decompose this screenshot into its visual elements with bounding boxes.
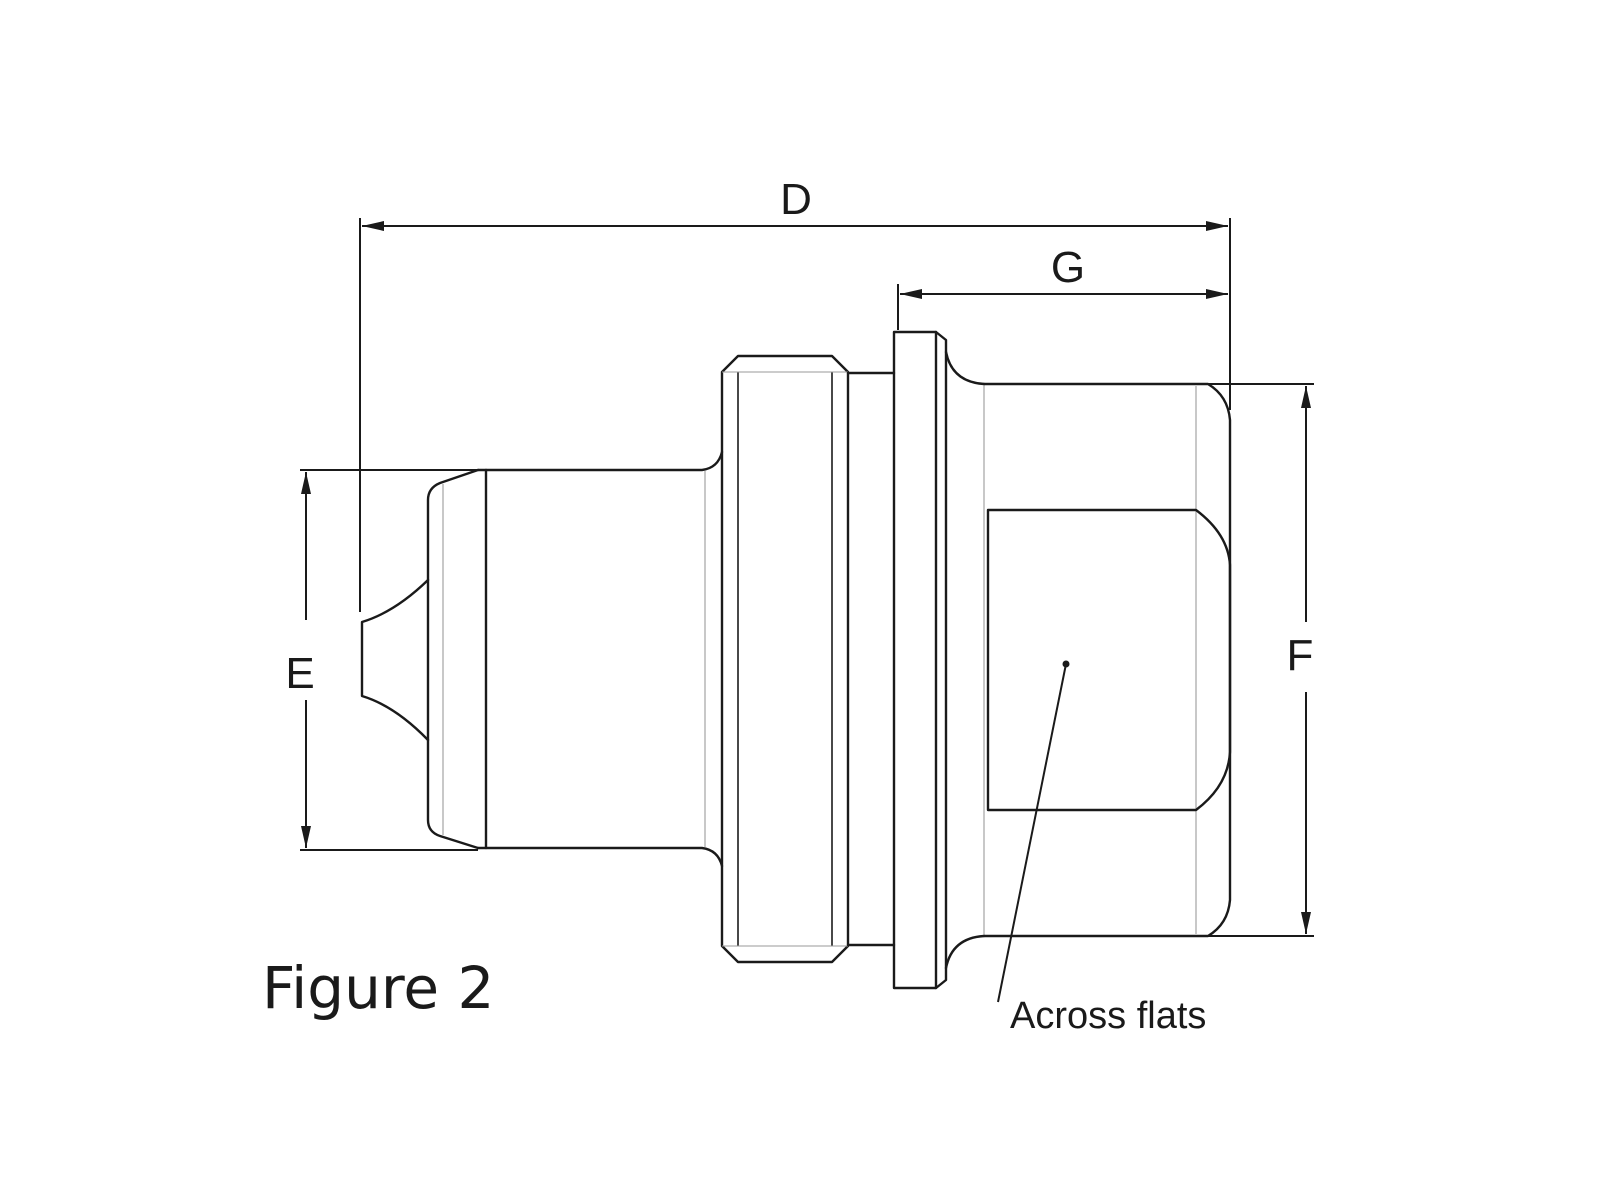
- flange: [892, 330, 938, 990]
- figure-caption: Figure 2: [262, 954, 494, 1022]
- dimension-d-label: D: [780, 175, 812, 224]
- hex-head: [982, 382, 1232, 938]
- nose-body: [426, 468, 480, 850]
- dimension-g-label: G: [1051, 243, 1085, 292]
- across-flats-callout: Across flats: [997, 660, 1206, 1037]
- hex-flat-face: [986, 508, 1232, 812]
- part-outline: [360, 330, 1232, 990]
- dimension-f-label: F: [1287, 631, 1314, 680]
- dimension-e: E: [285, 469, 478, 851]
- shank: [476, 450, 724, 472]
- dimension-e-label: E: [285, 649, 314, 698]
- callout-leader-line: [997, 663, 1067, 1003]
- pilot-tip: [360, 578, 430, 742]
- dimension-g: G: [897, 243, 1228, 330]
- neck: [846, 371, 896, 947]
- dimension-f: F: [1206, 383, 1314, 937]
- callout-text: Across flats: [1010, 995, 1206, 1037]
- dimension-d: D: [359, 175, 1231, 612]
- threaded-collar: [720, 354, 850, 964]
